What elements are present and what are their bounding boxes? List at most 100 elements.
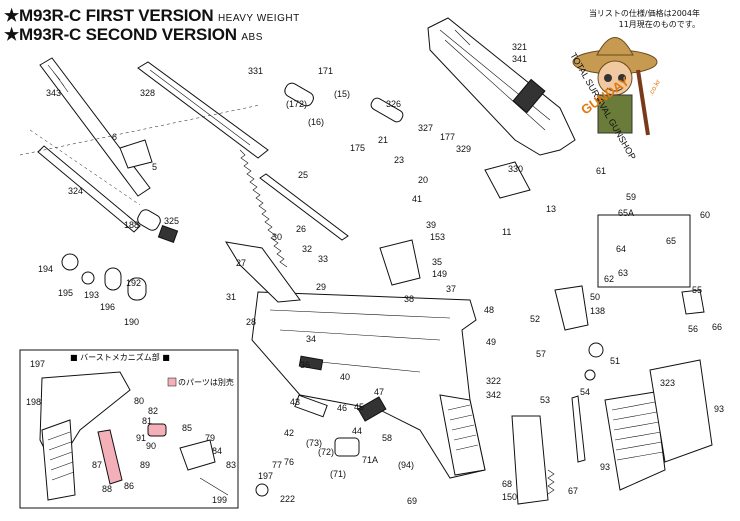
part-number-label: 150: [502, 492, 517, 502]
burst-box-title: ■ バーストメカニズム部 ■: [70, 352, 170, 362]
part-number-label: 328: [140, 88, 155, 98]
part-number-label: (71): [330, 469, 346, 479]
part-number-label: 153: [430, 232, 445, 242]
part-number-label: 28: [246, 317, 256, 327]
part-number-label: 40: [340, 372, 350, 382]
part-number-label: 199: [212, 495, 227, 505]
part-number-label: 342: [486, 390, 501, 400]
part-number-label: 192: [126, 278, 141, 288]
part-number-label: 90: [146, 441, 156, 451]
part-number-label: 31: [226, 292, 236, 302]
part-number-label: 54: [580, 387, 590, 397]
part-number-label: 87: [92, 460, 102, 470]
magazine: [511, 415, 549, 505]
barrel-328: [137, 61, 269, 159]
part-number-label: 67: [568, 486, 578, 496]
part-number-label: 177: [440, 132, 455, 142]
part-number-label: 36: [300, 360, 310, 370]
part-number-label: 322: [486, 376, 501, 386]
logo-mascot: [572, 37, 658, 136]
price-note-line2: 11月現在のものです。: [618, 20, 700, 29]
part-number-label: 11: [502, 227, 511, 237]
hammer-35: [379, 239, 421, 286]
part-number-label: 86: [124, 481, 134, 491]
part-number-label: 175: [350, 143, 365, 153]
part-number-label: 66: [712, 322, 722, 332]
trigger-bar-27: [225, 241, 301, 303]
part-number-label: 326: [386, 99, 401, 109]
part-50: [554, 285, 589, 331]
part-number-label: 20: [418, 175, 428, 185]
part-number-label: 82: [148, 406, 158, 416]
part-number-label: 46: [337, 403, 347, 413]
part-number-label: 195: [58, 288, 73, 298]
part-number-label: 65A: [618, 208, 634, 218]
title-first-main: ★M93R-C FIRST VERSION: [4, 6, 214, 25]
part-number-label: 83: [226, 460, 236, 470]
title-second-sub: ABS: [241, 32, 263, 43]
part-number-label: 330: [508, 164, 523, 174]
part-number-label: 69: [407, 496, 417, 506]
part-number-label: 149: [432, 269, 447, 279]
part-number-label: 341: [512, 54, 527, 64]
part-number-label: 26: [296, 224, 306, 234]
part-number-label: 51: [610, 356, 620, 366]
part-6-5: [119, 139, 153, 169]
title-second-version: ★M93R-C SECOND VERSION ABS: [4, 25, 263, 45]
part-number-label: 197: [30, 359, 45, 369]
part-number-label: 79: [205, 433, 215, 443]
part-number-label: 71A: [362, 455, 378, 465]
part-number-label: (72): [318, 447, 334, 457]
part-number-label: 21: [378, 135, 388, 145]
part-number-label: 63: [618, 268, 628, 278]
part-number-label: 58: [382, 433, 392, 443]
part-number-label: 39: [426, 220, 436, 230]
part-number-label: (94): [398, 460, 414, 470]
part-number-label: 50: [590, 292, 600, 302]
part-number-label: 194: [38, 264, 53, 274]
part-number-label: 323: [660, 378, 675, 388]
part-number-label: 43: [290, 397, 300, 407]
part-number-label: 34: [306, 334, 316, 344]
part-number-label: 53: [540, 395, 550, 405]
part-number-label: 77: [272, 460, 282, 470]
guide-rod: [259, 173, 349, 241]
part-number-label: 29: [316, 282, 326, 292]
part-number-label: (16): [308, 117, 324, 127]
part-number-label: 325: [164, 216, 179, 226]
slide-part: [427, 17, 576, 156]
part-number-label: 196: [100, 302, 115, 312]
part-number-label: 222: [280, 494, 295, 504]
grip-panels: [604, 359, 713, 491]
burst-mechanism-box: [19, 349, 239, 509]
title-second-main: ★M93R-C SECOND VERSION: [4, 25, 237, 44]
part-number-label: (172): [286, 99, 307, 109]
part-number-label: 56: [688, 324, 698, 334]
part-number-label: 60: [700, 210, 710, 220]
part-number-label: 327: [418, 123, 433, 133]
part-number-label: 55: [692, 285, 702, 295]
part-number-label: 91: [136, 433, 146, 443]
part-number-label: 84: [212, 446, 222, 456]
price-note: 当リストの仕様/価格は2004年 11月現在のものです。: [589, 8, 700, 30]
part-number-label: 30: [272, 232, 282, 242]
part-number-label: 41: [412, 194, 422, 204]
recoil-spring: [239, 149, 288, 268]
part-65A-box: [597, 214, 691, 288]
logo-domain: .co.kr: [648, 78, 663, 97]
inner-barrel-324: [37, 145, 141, 233]
part-number-label: 89: [140, 460, 150, 470]
part-number-label: 44: [352, 426, 362, 436]
part-330: [484, 161, 531, 199]
part-number-label: 6: [112, 132, 117, 142]
part-number-label: 62: [604, 274, 614, 284]
part-number-label: 93: [600, 462, 610, 472]
part-number-label: 65: [666, 236, 676, 246]
part-number-label: 138: [590, 306, 605, 316]
part-number-label: 93: [714, 404, 724, 414]
part-number-label: 331: [248, 66, 263, 76]
part-number-label: 188: [124, 220, 139, 230]
part-number-label: (73): [306, 438, 322, 448]
part-number-label: 190: [124, 317, 139, 327]
